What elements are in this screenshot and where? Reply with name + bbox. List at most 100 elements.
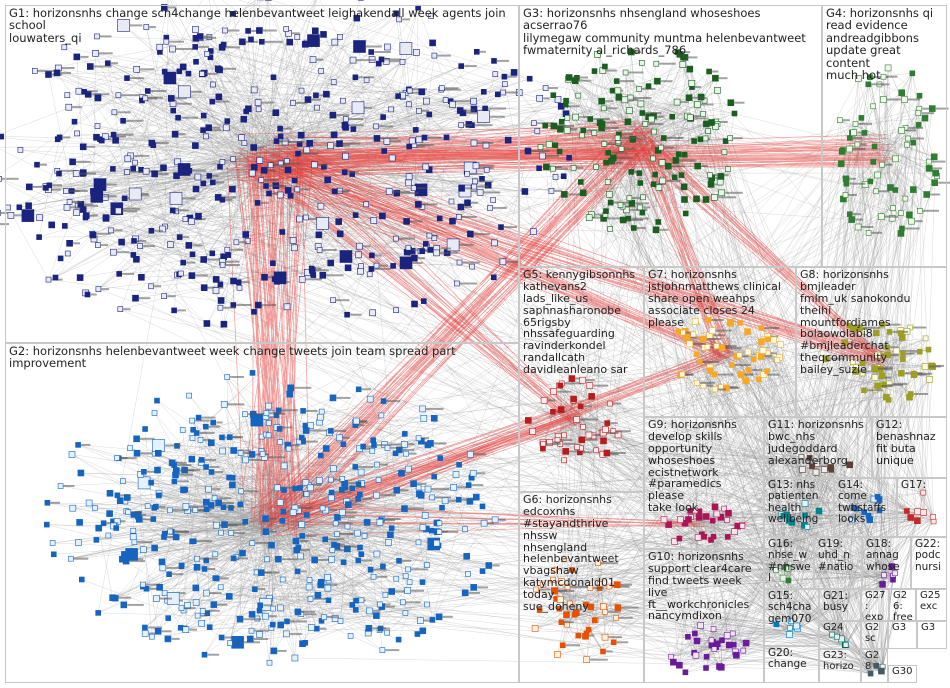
node [473,163,479,169]
node [686,95,692,101]
node [277,499,283,505]
node [893,156,899,162]
node [926,165,932,171]
node [853,369,859,375]
node-label [320,628,327,630]
node [164,39,169,44]
node [751,357,756,362]
node [843,176,849,182]
node-label [621,137,638,139]
node [855,142,860,147]
node-label [620,80,634,82]
node-label [938,182,950,184]
node [592,69,597,74]
node [732,529,738,535]
node [236,280,241,285]
node-label [268,169,276,171]
node-label [700,382,715,384]
node [90,232,96,238]
node [274,272,286,284]
node [643,122,648,127]
node [208,502,214,508]
node [535,128,540,133]
node-label [735,364,751,366]
node [580,377,586,383]
node [240,550,246,556]
node-label [228,30,240,32]
node-label [711,319,724,321]
node [450,101,456,107]
node-label [863,327,880,329]
node [281,509,286,514]
node [563,102,568,107]
node [705,344,710,349]
node [213,576,218,581]
node [328,495,334,501]
node-label [611,152,627,154]
node [215,194,221,200]
node [371,218,377,224]
node [76,442,81,447]
node [264,411,269,416]
node [309,266,314,271]
node [714,87,720,93]
node-label [460,283,477,285]
node [385,539,391,545]
node-label [72,106,82,108]
node-label [201,615,207,617]
node [189,273,195,279]
node [373,613,379,619]
node [640,210,645,215]
node [599,125,605,131]
node-label [131,511,142,513]
node [131,252,136,257]
node [73,171,79,177]
node-label [613,403,621,405]
node [492,517,498,523]
node [584,657,590,663]
node [566,75,572,81]
node [259,39,264,44]
node [559,119,564,124]
node [295,609,301,615]
node [91,190,103,202]
node-label [146,584,160,586]
node [218,585,223,590]
node [807,455,812,460]
node [198,437,203,442]
node [916,122,921,127]
node [354,41,366,53]
node [491,198,496,203]
node [343,153,349,159]
node-label [282,409,298,411]
node [292,178,297,183]
node [342,484,348,490]
node [266,403,272,409]
node-label [227,506,235,508]
node [430,495,435,500]
node-label [849,194,857,196]
node-label [384,519,395,521]
node-label [0,223,9,225]
node-label [474,233,490,235]
node [218,305,223,310]
node [885,65,891,71]
node [296,151,301,156]
node [266,421,271,426]
node-label [218,497,232,499]
node [379,213,385,219]
node [322,615,327,620]
node-label [162,630,172,632]
node-label [549,87,558,89]
node-label [277,650,286,652]
node [778,342,784,348]
node [550,166,555,171]
node [246,28,251,33]
node [201,181,206,186]
node [330,395,336,401]
node [238,502,243,507]
node-label [123,308,130,310]
node-label [116,597,131,599]
node [726,510,732,516]
node [315,592,321,598]
